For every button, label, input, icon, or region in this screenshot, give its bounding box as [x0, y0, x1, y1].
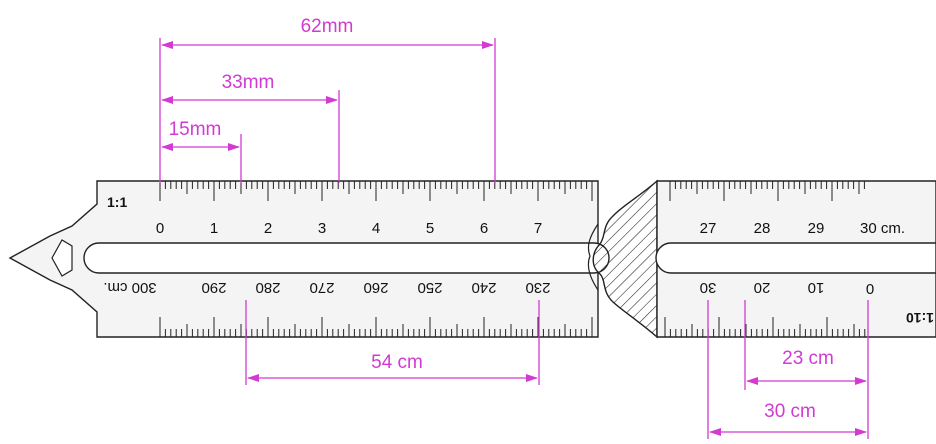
break-hatch: [592, 179, 658, 339]
left-top-num-1: 1: [210, 220, 218, 237]
left-top-num-5: 5: [426, 220, 434, 237]
arrow-33-right: [326, 96, 338, 104]
right-ruler-slot: [655, 242, 936, 274]
left-bottom-num-300: 300 cm.: [103, 279, 156, 296]
arrow-62-right: [482, 41, 494, 49]
left-bottom-num-280: 280: [255, 279, 280, 296]
right-top-num-29: 29: [808, 220, 825, 237]
break-edge-left: [587, 223, 599, 291]
arrow-15-right: [228, 143, 240, 151]
right-top-ticks: [669, 181, 865, 201]
left-bottom-num-270: 270: [309, 279, 334, 296]
left-top-num-7: 7: [534, 220, 542, 237]
left-top-num-3: 3: [318, 220, 326, 237]
dimensions: [159, 38, 869, 439]
left-top-num-0: 0: [156, 220, 164, 237]
right-bottom-num-20: 20: [754, 279, 771, 296]
left-top-num-6: 6: [480, 220, 488, 237]
right-ratio-label: 1:10: [906, 310, 934, 326]
arrow-33-left: [161, 96, 173, 104]
left-bottom-num-290: 290: [201, 279, 226, 296]
right-bottom-num-30: 30: [700, 279, 717, 296]
right-bottom-num-0: 0: [866, 281, 874, 298]
dim-label-23cm: 23 cm: [782, 348, 834, 369]
left-top-num-2: 2: [264, 220, 272, 237]
left-bottom-ticks: [159, 317, 593, 337]
dim-label-33mm: 33mm: [222, 72, 275, 93]
right-top-num-28: 28: [754, 220, 771, 237]
left-bottom-num-250: 250: [417, 279, 442, 296]
dim-label-54cm: 54 cm: [371, 352, 423, 373]
arrow-62-left: [161, 41, 173, 49]
dim-label-15mm: 15mm: [169, 119, 222, 140]
arrow-54-left: [247, 374, 259, 382]
right-bottom-num-10: 10: [808, 279, 825, 296]
left-ruler-slot: [83, 242, 610, 274]
left-bottom-num-260: 260: [363, 279, 388, 296]
left-top-ticks: [159, 181, 593, 201]
dim-label-62mm: 62mm: [301, 16, 354, 37]
arrow-23-right: [855, 377, 867, 385]
left-bottom-num-230: 230: [525, 279, 550, 296]
right-top-num-27: 27: [700, 220, 717, 237]
left-top-num-4: 4: [372, 220, 380, 237]
left-ruler: 1:1 0 1 2 3 4 5 6 7 300 cm. 290 280 270 …: [8, 180, 610, 338]
left-ruler-notch: [51, 239, 73, 277]
left-ratio-label: 1:1: [107, 194, 127, 210]
left-bottom-num-240: 240: [471, 279, 496, 296]
right-top-num-30: 30 cm.: [860, 220, 905, 237]
arrow-15-left: [161, 143, 173, 151]
arrow-30-right: [855, 428, 867, 436]
dimension-arrows: [161, 41, 867, 436]
arrow-30-left: [709, 428, 721, 436]
right-ruler: 27 28 29 30 cm. 30 20 10 0 1:10: [655, 180, 936, 338]
break-section: [587, 179, 658, 339]
dim-label-30cm: 30 cm: [764, 401, 816, 422]
arrow-23-left: [746, 377, 758, 385]
arrow-54-right: [526, 374, 538, 382]
